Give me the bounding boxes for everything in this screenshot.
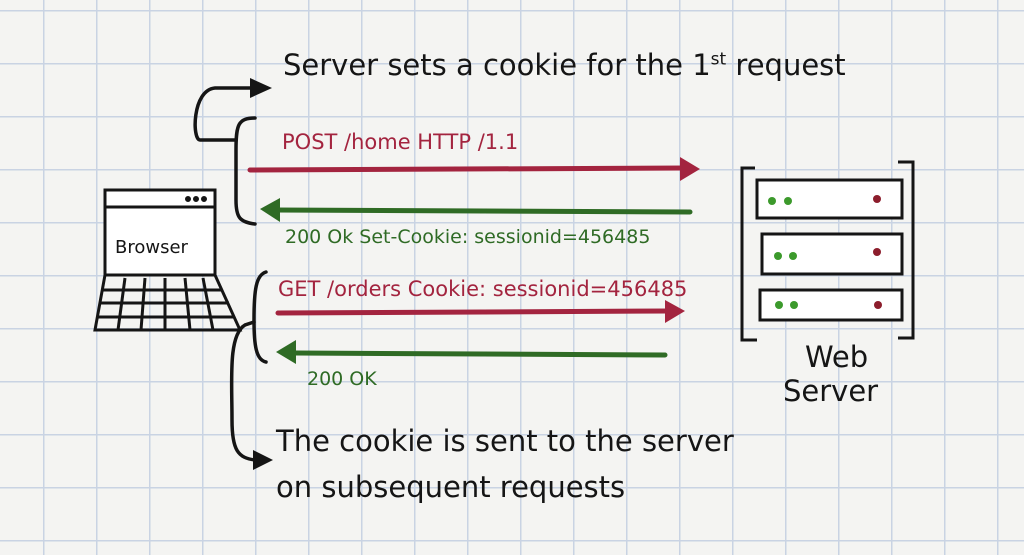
arrow-setcookie-response (272, 207, 693, 215)
arrowheads-black (250, 78, 273, 470)
arrow-post-request (247, 165, 688, 173)
arrowhead-post (680, 157, 700, 181)
brackets (193, 86, 268, 462)
note-bottom-line2: on subsequent requests (276, 470, 626, 504)
server-label-line1: Web (804, 340, 869, 374)
message-200-ok: 200 OK (307, 368, 377, 390)
browser-label: Browser (115, 237, 188, 258)
arrow-ok-response (292, 350, 668, 358)
message-200-set-cookie: 200 Ok Set-Cookie: sessionid=456485 (285, 226, 651, 248)
server-label-line2: Server (783, 374, 879, 408)
message-get-orders: GET /orders Cookie: sessionid=456485 (278, 277, 688, 301)
note-sup: st (710, 49, 727, 70)
arrowhead-ok (276, 340, 296, 364)
message-arrows (247, 157, 700, 364)
server-rack-icon (740, 160, 915, 342)
arrowhead-setcookie (260, 198, 280, 222)
browser-laptop-icon (93, 188, 243, 332)
note-text-after: request (726, 48, 846, 82)
note-text: Server sets a cookie for the 1 (283, 48, 711, 82)
message-post-home: POST /home HTTP /1.1 (282, 130, 519, 154)
note-server-sets-cookie: Server sets a cookie for the 1st request (283, 48, 846, 82)
server-label: Web Server (783, 340, 878, 408)
server-lights (768, 195, 882, 309)
note-bottom-line1: The cookie is sent to the server (276, 424, 734, 458)
arrowhead-get (665, 300, 685, 323)
note-cookie-sent: The cookie is sent to the server on subs… (276, 418, 734, 510)
arrow-get-request (275, 308, 673, 316)
